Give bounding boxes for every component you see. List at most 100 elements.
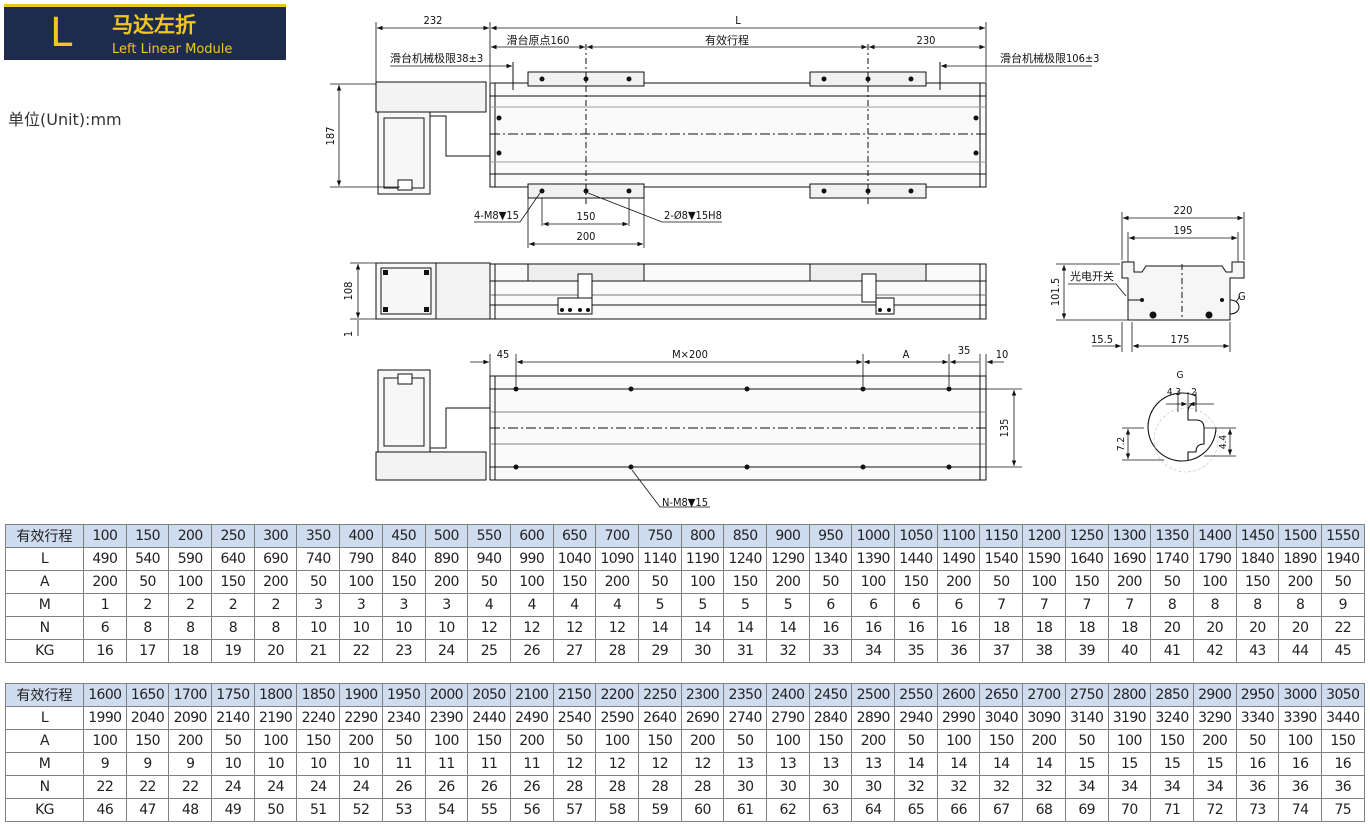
table-cell: 18: [1022, 616, 1066, 640]
label-g: G: [1238, 290, 1246, 303]
table-cell: 10: [296, 616, 341, 640]
table-cell: 11: [424, 752, 469, 776]
detail-g: [1122, 392, 1236, 473]
table-cell: 56: [509, 798, 554, 822]
table-cell: 1490: [936, 547, 981, 571]
table-cell: 890: [424, 547, 469, 571]
table-cell: 1950: [381, 683, 426, 707]
table-cell: 1690: [1107, 547, 1152, 571]
table-cell: 39: [1064, 639, 1109, 663]
table-cell: 2240: [296, 706, 341, 730]
table-cell: 36: [1320, 775, 1365, 799]
table-cell: 14: [766, 616, 810, 640]
table-cell: 100: [1107, 729, 1152, 753]
table-cell: 34: [1150, 775, 1194, 799]
table-cell: 2600: [936, 683, 981, 707]
table-cell: 30: [851, 775, 896, 799]
table-cell: 2040: [125, 706, 170, 730]
table-cell: 1190: [680, 547, 725, 571]
table-cell: 2500: [851, 683, 896, 707]
table-cell: 1890: [1278, 547, 1322, 571]
table-cell: 2900: [1192, 683, 1237, 707]
table-cell: 43: [1235, 639, 1280, 663]
table-cell: 1940: [1320, 547, 1365, 571]
table-cell: 70: [1107, 798, 1152, 822]
table-cell: 1340: [808, 547, 853, 571]
table-cell: 150: [1150, 729, 1194, 753]
row-label: M: [5, 593, 84, 617]
table-cell: 1640: [1064, 547, 1109, 571]
table-cell: 6: [83, 616, 127, 640]
table-cell: 16: [894, 616, 938, 640]
table-cell: 66: [936, 798, 981, 822]
table-cell: 1400: [1192, 524, 1237, 548]
table-cell: 400: [339, 524, 383, 548]
table-cell: 150: [1235, 570, 1280, 594]
table-cell: 2400: [766, 683, 810, 707]
table-cell: 2: [253, 593, 298, 617]
table-cell: 50: [1150, 570, 1194, 594]
table-cell: 15: [1064, 752, 1109, 776]
table-cell: 150: [467, 729, 511, 753]
table-cell: 13: [723, 752, 767, 776]
table-cell: 100: [936, 729, 981, 753]
dim-15-5: 15.5: [1091, 333, 1113, 346]
table-cell: 2250: [637, 683, 682, 707]
table-cell: 1440: [894, 547, 938, 571]
table-cell: 14: [680, 616, 725, 640]
table-cell: 840: [381, 547, 426, 571]
dim-Mx200: M×200: [672, 348, 708, 361]
table-cell: 22: [125, 775, 170, 799]
table-cell: 12: [595, 752, 639, 776]
row-label: KG: [5, 798, 84, 822]
table-cell: 35: [894, 639, 938, 663]
table-cell: 65: [894, 798, 938, 822]
table-cell: 2490: [509, 706, 554, 730]
row-label: L: [5, 706, 84, 730]
table-cell: 3: [381, 593, 426, 617]
table-cell: 3390: [1278, 706, 1322, 730]
table-cell: 36: [1235, 775, 1280, 799]
table-cell: 100: [83, 729, 127, 753]
table-cell: 62: [766, 798, 810, 822]
table-cell: 5: [637, 593, 682, 617]
label-limit-right: 滑台机械极限106±3: [1000, 51, 1099, 65]
table-cell: 18: [1107, 616, 1152, 640]
detail-g-title: G: [1177, 370, 1184, 381]
table-cell: 3140: [1064, 706, 1109, 730]
table-cell: 24: [211, 775, 255, 799]
table-cell: 1840: [1235, 547, 1280, 571]
table-cell: 12: [552, 752, 597, 776]
table-cell: 200: [339, 729, 383, 753]
table-cell: 900: [766, 524, 810, 548]
table-cell: 16: [1320, 752, 1365, 776]
label-pin: 2-Ø8▼15H8: [664, 209, 722, 222]
table-cell: 100: [83, 524, 127, 548]
table-cell: 7: [1022, 593, 1066, 617]
table-cell: 20: [1235, 616, 1280, 640]
table-cell: 12: [637, 752, 682, 776]
table-cell: 800: [680, 524, 725, 548]
table-cell: 50: [552, 729, 597, 753]
table-cell: 41: [1150, 639, 1194, 663]
table-cell: 150: [552, 570, 597, 594]
table-cell: 3040: [979, 706, 1024, 730]
table-cell: 2700: [1022, 683, 1066, 707]
table-cell: 500: [424, 524, 469, 548]
table-cell: 18: [979, 616, 1024, 640]
table-cell: 300: [253, 524, 298, 548]
table-cell: 19: [211, 639, 255, 663]
table-cell: 50: [1235, 729, 1280, 753]
table-cell: 28: [637, 775, 682, 799]
table-cell: 1540: [979, 547, 1024, 571]
table-cell: 30: [723, 775, 767, 799]
table-cell: 22: [1320, 616, 1365, 640]
table-cell: 74: [1278, 798, 1322, 822]
table-cell: 150: [723, 570, 767, 594]
badge-title-cn: 马达左折: [112, 13, 196, 37]
table-cell: 200: [1192, 729, 1237, 753]
table-cell: 8: [1192, 593, 1237, 617]
table-cell: 2050: [467, 683, 511, 707]
table-cell: 1050: [894, 524, 938, 548]
table-cell: 2000: [424, 683, 469, 707]
